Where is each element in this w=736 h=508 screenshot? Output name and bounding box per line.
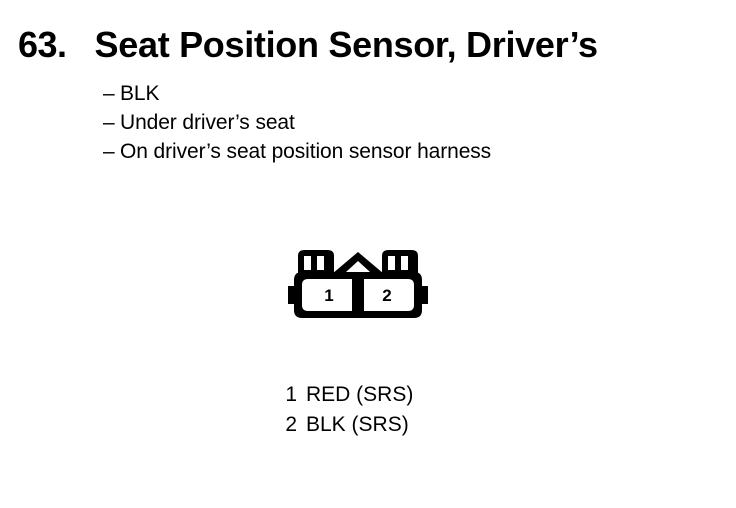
pin-legend: 1 RED (SRS) 2 BLK (SRS) xyxy=(277,380,413,440)
heading-title: Seat Position Sensor, Driver’s xyxy=(94,24,599,65)
list-item: – Under driver’s seat xyxy=(103,108,491,137)
legend-wire-label: BLK (SRS) xyxy=(306,413,409,436)
page-title: 63. Seat Position Sensor, Driver’s xyxy=(18,24,598,66)
list-item: – BLK xyxy=(103,79,491,108)
legend-row: 1 RED (SRS) xyxy=(277,380,413,410)
list-item: – On driver’s seat position sensor harne… xyxy=(103,137,491,166)
dash-icon: – xyxy=(103,140,115,163)
detail-list: – BLK – Under driver’s seat – On driver’… xyxy=(103,79,491,166)
dash-icon: – xyxy=(103,111,115,134)
list-item-label: BLK xyxy=(120,82,160,105)
list-item-label: On driver’s seat position sensor harness xyxy=(120,140,492,163)
connector-cavities xyxy=(302,256,414,311)
cavity-label-2: 2 xyxy=(382,286,391,305)
legend-pin-number: 1 xyxy=(285,383,297,406)
list-item-label: Under driver’s seat xyxy=(120,111,295,134)
heading-number: 63. xyxy=(18,24,67,65)
connector-diagram: 1 2 xyxy=(288,248,428,326)
legend-pin-number: 2 xyxy=(285,413,297,436)
legend-wire-label: RED (SRS) xyxy=(306,383,414,406)
dash-icon: – xyxy=(103,82,115,105)
legend-row: 2 BLK (SRS) xyxy=(277,410,413,440)
cavity-label-1: 1 xyxy=(324,286,333,305)
